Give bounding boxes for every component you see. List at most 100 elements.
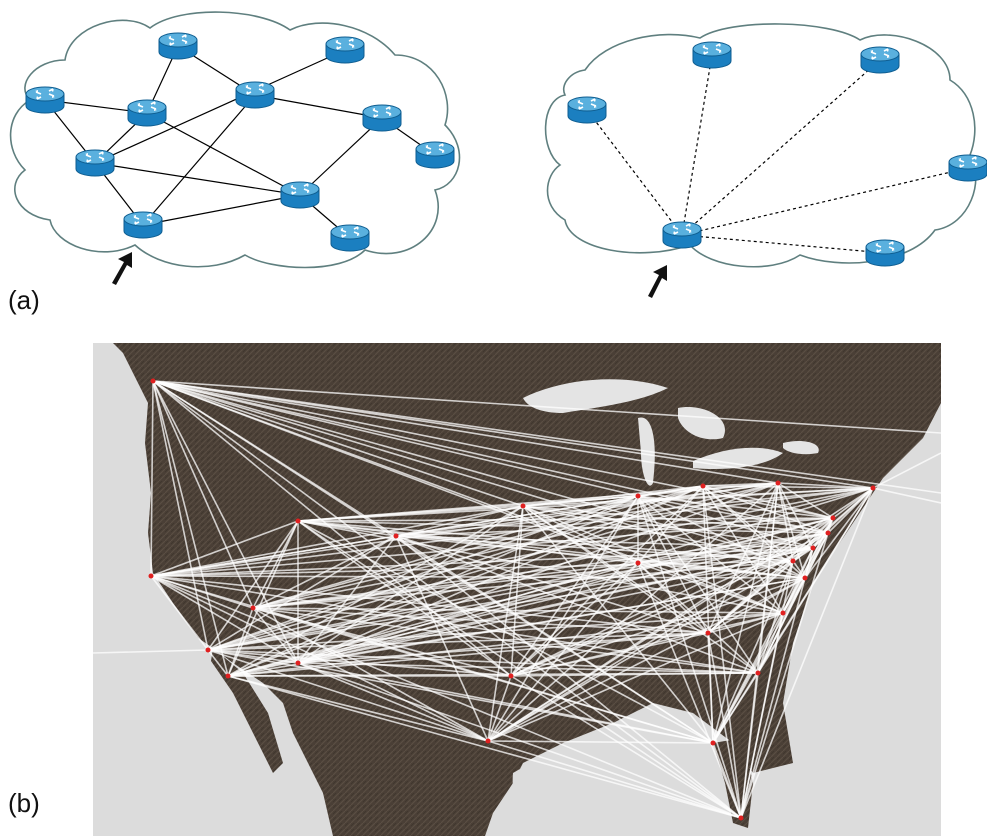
routers-left [25, 32, 455, 252]
flow-line [152, 380, 779, 484]
router-icon [75, 149, 115, 177]
flow-line [637, 562, 742, 819]
flow-line [207, 649, 759, 674]
flow-line [252, 607, 784, 614]
flow-line [252, 532, 829, 609]
router-icon [860, 46, 900, 74]
flow-line [702, 485, 742, 819]
flow-line [637, 495, 742, 819]
link [94, 162, 301, 196]
router-icon [330, 224, 370, 252]
router-icon [567, 96, 607, 124]
flow-line [712, 487, 874, 744]
flow-line [872, 487, 941, 504]
flow-line [395, 535, 742, 819]
flow-line [152, 380, 254, 609]
flow-line [252, 482, 779, 609]
router-icon [948, 154, 987, 182]
flow-line [510, 562, 639, 677]
flow-line [252, 562, 639, 609]
link [299, 117, 383, 196]
flow-line [487, 612, 784, 742]
flow-line [152, 380, 941, 494]
flow-line [777, 482, 874, 489]
city-node [790, 558, 796, 564]
flow-line [297, 517, 834, 664]
flow-line [777, 482, 814, 549]
flow-line [297, 485, 704, 664]
city-node [635, 493, 641, 499]
flow-line [150, 575, 254, 609]
flow-line [152, 380, 941, 434]
flow-line [227, 520, 299, 677]
flow-line [93, 649, 209, 654]
flow-line [252, 607, 299, 664]
city-node [225, 673, 231, 679]
flow-line [252, 607, 709, 634]
flow-line [740, 532, 829, 819]
city-node [802, 575, 808, 581]
link [586, 109, 683, 236]
pointer-arrow-icon [112, 252, 132, 285]
flow-line [487, 562, 639, 742]
flow-line [207, 649, 512, 677]
flow-line [297, 662, 742, 819]
flow-line [252, 607, 714, 744]
traffic-flows [93, 380, 941, 819]
flow-line [297, 482, 779, 664]
flow-line [227, 675, 742, 819]
flow-line [252, 485, 704, 609]
flow-line [207, 520, 299, 651]
flow-line [637, 495, 709, 634]
flow-line [707, 632, 714, 744]
flow-line [395, 482, 779, 537]
flow-line [395, 535, 709, 634]
flow-line [522, 505, 639, 564]
city-node [508, 673, 514, 679]
flow-line [712, 577, 806, 744]
router-icon [280, 181, 320, 209]
flow-map [93, 343, 941, 836]
city-node [810, 545, 816, 551]
city-node [755, 670, 761, 676]
routers-right [567, 41, 987, 267]
city-node [295, 660, 301, 666]
flow-line [207, 495, 639, 651]
city-node [710, 740, 716, 746]
city-node [148, 573, 154, 579]
links-left [44, 45, 436, 239]
link [254, 94, 383, 119]
gulf-coast-water [512, 732, 753, 836]
router-icon [127, 99, 167, 127]
baja-peninsula [211, 648, 283, 773]
flow-line [252, 495, 639, 609]
city-node [250, 605, 256, 611]
flow-line [702, 485, 874, 489]
flow-line [297, 505, 524, 664]
flow-line [297, 662, 489, 742]
flow-line [707, 577, 806, 634]
network-cloud-left [9, 11, 461, 269]
flow-line [487, 675, 512, 742]
flow-line [297, 520, 714, 744]
flow-line [252, 535, 397, 609]
flow-line [150, 517, 834, 577]
panel-label-a: (a) [8, 285, 40, 315]
flow-line [757, 577, 806, 674]
flow-line [872, 452, 941, 489]
router-icon [25, 86, 65, 114]
flow-line [252, 547, 814, 609]
flow-line [637, 485, 704, 564]
pointer-arrow-icon [648, 265, 667, 298]
flow-line [487, 740, 714, 744]
panel-label-b: (b) [8, 788, 40, 818]
flow-line [777, 482, 794, 562]
flow-line [207, 532, 829, 651]
link [681, 234, 886, 254]
city-node [150, 378, 156, 384]
flow-line [740, 547, 814, 819]
router-icon [158, 32, 198, 60]
city-node [705, 630, 711, 636]
router-icon [325, 36, 365, 64]
flow-line [252, 520, 299, 609]
